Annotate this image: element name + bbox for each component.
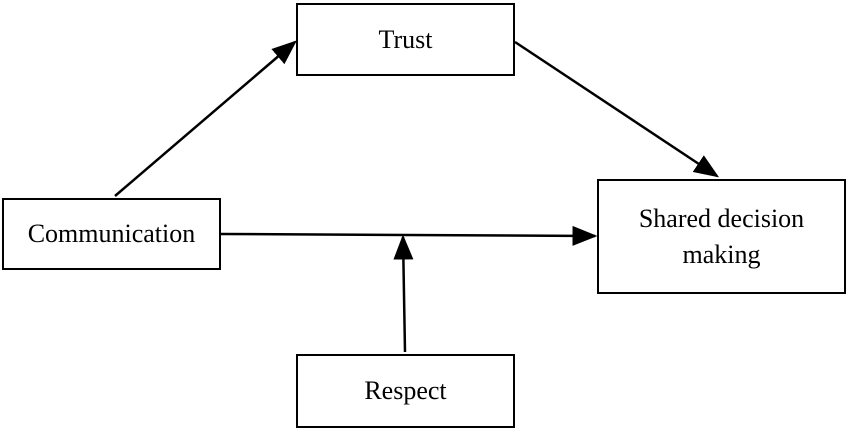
edge-respect-moderation	[393, 234, 414, 353]
node-communication: Communication	[2, 198, 221, 270]
node-shared-decision-making: Shared decision making	[597, 179, 846, 294]
node-shared-decision-making-label-line2: making	[682, 239, 761, 269]
node-communication-label: Communication	[27, 219, 196, 248]
edge-trust-shared-decision-making	[514, 40, 720, 178]
node-trust: Trust	[296, 3, 515, 76]
node-respect-label: Respect	[364, 376, 447, 405]
node-shared-decision-making-label-line1: Shared decision	[638, 203, 805, 233]
node-respect: Respect	[296, 354, 515, 428]
edge-communication-shared-decision-making	[220, 225, 598, 246]
node-shared-decision-making-text: Shared decision making	[639, 201, 804, 273]
edge-communication-trust	[114, 40, 297, 197]
node-trust-label: Trust	[378, 24, 433, 54]
